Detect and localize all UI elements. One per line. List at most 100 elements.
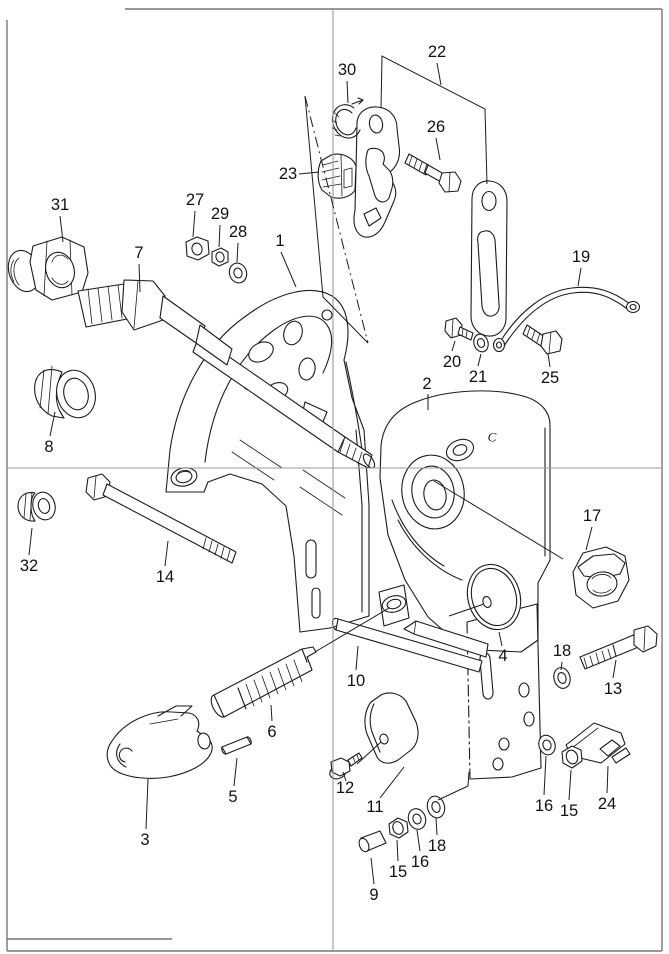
- part-number-label: 14: [156, 568, 174, 586]
- part-number-label: 25: [541, 369, 559, 387]
- part-number-label: 15: [389, 863, 407, 881]
- part-25-drawing: [522, 324, 563, 355]
- part-callouts: 1234567891011121314151618151618171920212…: [20, 43, 622, 904]
- part-16-drawing-bottom: [407, 808, 427, 830]
- callout-leader-line: [298, 171, 320, 175]
- part-12-drawing: [329, 752, 363, 780]
- callout-leader-line: [355, 645, 359, 671]
- callout-leader-line: [218, 224, 221, 248]
- part-number-label: 28: [229, 223, 247, 241]
- callout-leader-line: [547, 353, 551, 368]
- part-number-label: 20: [443, 353, 461, 371]
- callout-leader-line: [436, 62, 442, 86]
- part-number-label: 5: [228, 788, 237, 806]
- exploded-view-illustration: [7, 97, 658, 853]
- callout-leader-line: [28, 527, 33, 556]
- callout-leader-line: [342, 771, 347, 782]
- part-number-label: 4: [498, 647, 507, 665]
- part-number-label: 16: [411, 853, 429, 871]
- part-1-drawing: [165, 289, 370, 633]
- callout-leader-line: [233, 757, 238, 787]
- part-15-drawing-bottom: [388, 817, 409, 839]
- part-number-label: 15: [560, 802, 578, 820]
- callout-leader-line: [543, 755, 547, 796]
- assembly-leader-line: [304, 95, 369, 344]
- part-number-label: 29: [211, 205, 229, 223]
- part-number-label: 7: [134, 244, 143, 262]
- callout-leader-line: [379, 766, 405, 799]
- part-number-label: 13: [604, 680, 622, 698]
- part-32-drawing: [17, 491, 56, 522]
- part-number-label: 31: [51, 196, 69, 214]
- page-frame: [6, 8, 663, 952]
- part-number-label: 22: [428, 43, 446, 61]
- assembly-leader-line: [380, 55, 488, 185]
- callout-leader-line: [59, 215, 64, 243]
- part-31-drawing: [7, 236, 89, 301]
- part-6-drawing: [210, 646, 317, 718]
- part-22-drawing-left: [353, 106, 401, 238]
- part-number-label: 12: [336, 779, 354, 797]
- assembly-leader-line: [356, 741, 382, 765]
- callout-leader-line: [138, 263, 141, 293]
- assembly-leader-line: [437, 771, 470, 801]
- part-29-drawing: [211, 247, 229, 267]
- callout-leader-line: [435, 137, 441, 161]
- callout-leader-line: [577, 267, 582, 287]
- part-number-label: 2: [422, 375, 431, 393]
- callout-leader-line: [164, 540, 169, 567]
- part-22-drawing-right: [470, 180, 508, 337]
- part-9-drawing: [358, 830, 387, 853]
- callout-leader-line: [606, 765, 609, 794]
- callout-leader-line: [585, 526, 593, 551]
- callout-leader-line: [49, 411, 56, 437]
- callout-leader-line: [236, 242, 239, 263]
- part-28-drawing: [228, 262, 248, 284]
- part-number-label: 26: [427, 118, 445, 136]
- part-5-drawing: [221, 736, 252, 755]
- part-number-label: 24: [598, 795, 616, 813]
- part-number-label: 16: [535, 797, 553, 815]
- callout-leader-line: [498, 631, 503, 647]
- part-number-label: 18: [553, 642, 571, 660]
- part-20-drawing: [444, 317, 474, 341]
- part-number-label: 21: [469, 368, 487, 386]
- callout-leader-line: [435, 817, 438, 836]
- part-number-label: 11: [366, 798, 383, 816]
- part-number-label: 8: [44, 438, 53, 456]
- part-3-drawing: [106, 705, 213, 779]
- callout-leader-line: [145, 778, 149, 830]
- callout-leader-line: [370, 857, 375, 885]
- part-10-drawing: [331, 617, 489, 673]
- callout-leader-line: [192, 210, 196, 238]
- assembly-leader-line: [433, 480, 564, 560]
- part-14-drawing: [85, 473, 237, 564]
- assembly-leader-line: [448, 603, 485, 617]
- callout-leader-line: [280, 251, 297, 288]
- part-number-label: 27: [186, 191, 204, 209]
- part-number-label: 3: [140, 831, 149, 849]
- part-21-drawing: [473, 333, 489, 353]
- part-16-drawing-right: [538, 734, 556, 756]
- callout-leader-line: [416, 829, 421, 852]
- part-18-drawing-right: [553, 667, 571, 689]
- part-7-drawing: [77, 279, 233, 366]
- part-18-drawing-bottom: [426, 795, 446, 819]
- part-number-label: 10: [347, 672, 365, 690]
- part-number-label: 32: [20, 557, 38, 575]
- part-number-label: 30: [338, 61, 356, 79]
- part-number-label: 18: [428, 837, 446, 855]
- callout-leader-line: [270, 704, 273, 722]
- callout-leader-line: [568, 769, 572, 801]
- callout-leader-line: [477, 353, 482, 367]
- leader-lines: [304, 55, 564, 801]
- assembly-leader-line: [314, 607, 390, 653]
- cast-mark-label: C: [488, 430, 497, 445]
- part-number-label: 1: [275, 232, 284, 250]
- part-number-label: 6: [267, 723, 276, 741]
- part-2-lower-plate-drawing: [466, 603, 542, 780]
- callout-leader-line: [560, 661, 563, 671]
- part-number-label: 19: [572, 248, 590, 266]
